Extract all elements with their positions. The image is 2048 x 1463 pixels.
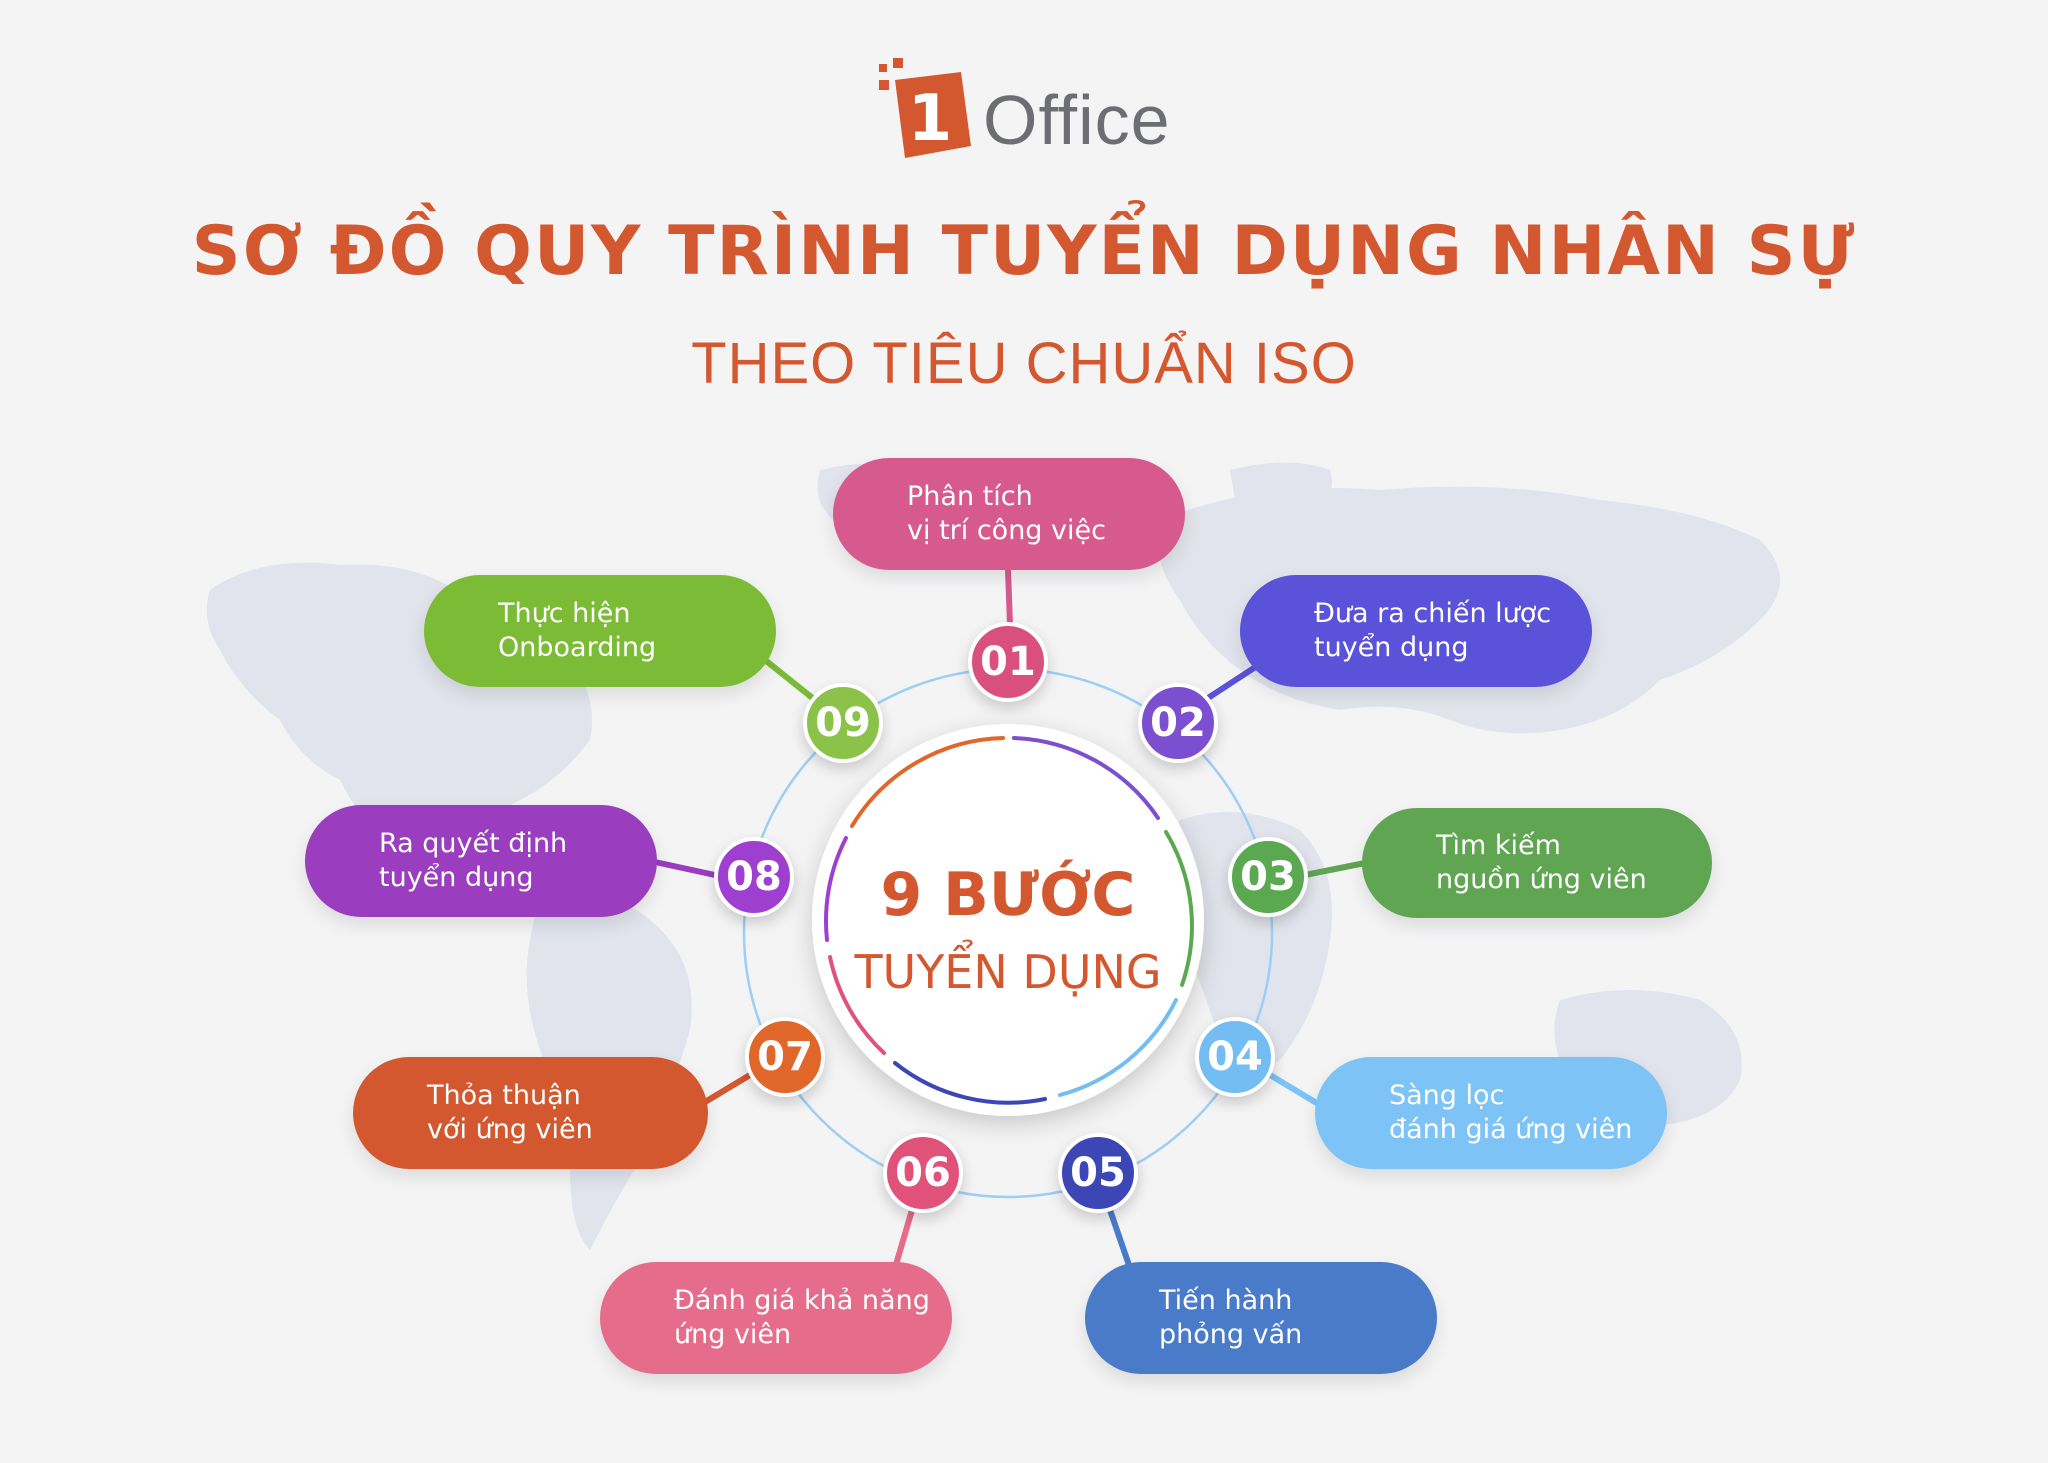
step-03-label-line2: nguồn ứng viên	[1436, 864, 1647, 895]
center-disc	[812, 724, 1204, 1116]
step-09-label-line1: Thực hiện	[498, 598, 631, 629]
step-02-badge: 02	[1138, 683, 1218, 763]
step-05-connector	[1107, 1207, 1133, 1271]
step-04-badge: 04	[1195, 1017, 1275, 1097]
step-05-badge: 05	[1058, 1133, 1138, 1213]
brand-logo: 1 Office	[875, 58, 1195, 168]
step-07-connector	[697, 1072, 753, 1108]
step-07-badge: 07	[745, 1017, 825, 1097]
step-02-label-line2: tuyển dụng	[1314, 632, 1469, 663]
step-04-label-line2: đánh giá ứng viên	[1389, 1114, 1633, 1145]
logo-mark-icon: 1	[879, 58, 971, 158]
step-08-label-line2: tuyển dụng	[379, 862, 534, 893]
step-01-label-line1: Phân tích	[907, 481, 1033, 512]
center-arc-6	[828, 955, 886, 1055]
center-arc-3	[1164, 830, 1194, 987]
step-03-badge: 03	[1228, 837, 1308, 917]
center-arc-4	[1058, 998, 1178, 1097]
step-09-connector	[762, 657, 818, 703]
step-05-label-line1: Tiến hành	[1159, 1285, 1293, 1316]
logo-mark-digit: 1	[908, 82, 953, 156]
center-subtitle: TUYỂN DỤNG	[854, 945, 1162, 999]
step-01-connector	[1005, 567, 1013, 628]
page-title: SƠ ĐỒ QUY TRÌNH TUYỂN DỤNG NHÂN SỰ	[191, 212, 1857, 291]
step-04-label-line1: Sàng lọc	[1389, 1080, 1505, 1111]
step-09-label-line2: Onboarding	[498, 632, 657, 663]
logo-text: Office	[983, 81, 1171, 159]
step-03-label-line1: Tìm kiếm	[1436, 830, 1561, 861]
step-08-badge: 08	[714, 837, 794, 917]
step-07-label-line1: Thỏa thuận	[427, 1080, 581, 1111]
step-07-label-line2: với ứng viên	[427, 1114, 593, 1145]
step-05-label-line2: phỏng vấn	[1159, 1319, 1303, 1350]
center-arc-2	[1012, 736, 1160, 820]
step-09-badge: 09	[803, 683, 883, 763]
step-02-connector	[1202, 661, 1263, 703]
step-06-connector	[892, 1207, 915, 1271]
step-03-connector	[1302, 860, 1368, 878]
center-arc-1	[850, 736, 1005, 828]
center-arc-5	[893, 1061, 1047, 1105]
center-title: 9 BƯỚC	[880, 860, 1136, 930]
page-subtitle: THEO TIÊU CHUẨN ISO	[691, 331, 1357, 396]
step-02-label-line1: Đưa ra chiến lược	[1314, 598, 1552, 629]
step-08-label-line1: Ra quyết định	[379, 828, 568, 859]
step-06-badge: 06	[883, 1133, 963, 1213]
step-01-label-line2: vị trí công việc	[907, 515, 1106, 546]
step-06-label-line2: ứng viên	[674, 1319, 792, 1350]
center-arc-7	[824, 836, 848, 942]
step-01-badge: 01	[968, 622, 1048, 702]
step-06-label-line1: Đánh giá khả năng	[674, 1285, 930, 1316]
step-08-connector	[652, 859, 718, 878]
